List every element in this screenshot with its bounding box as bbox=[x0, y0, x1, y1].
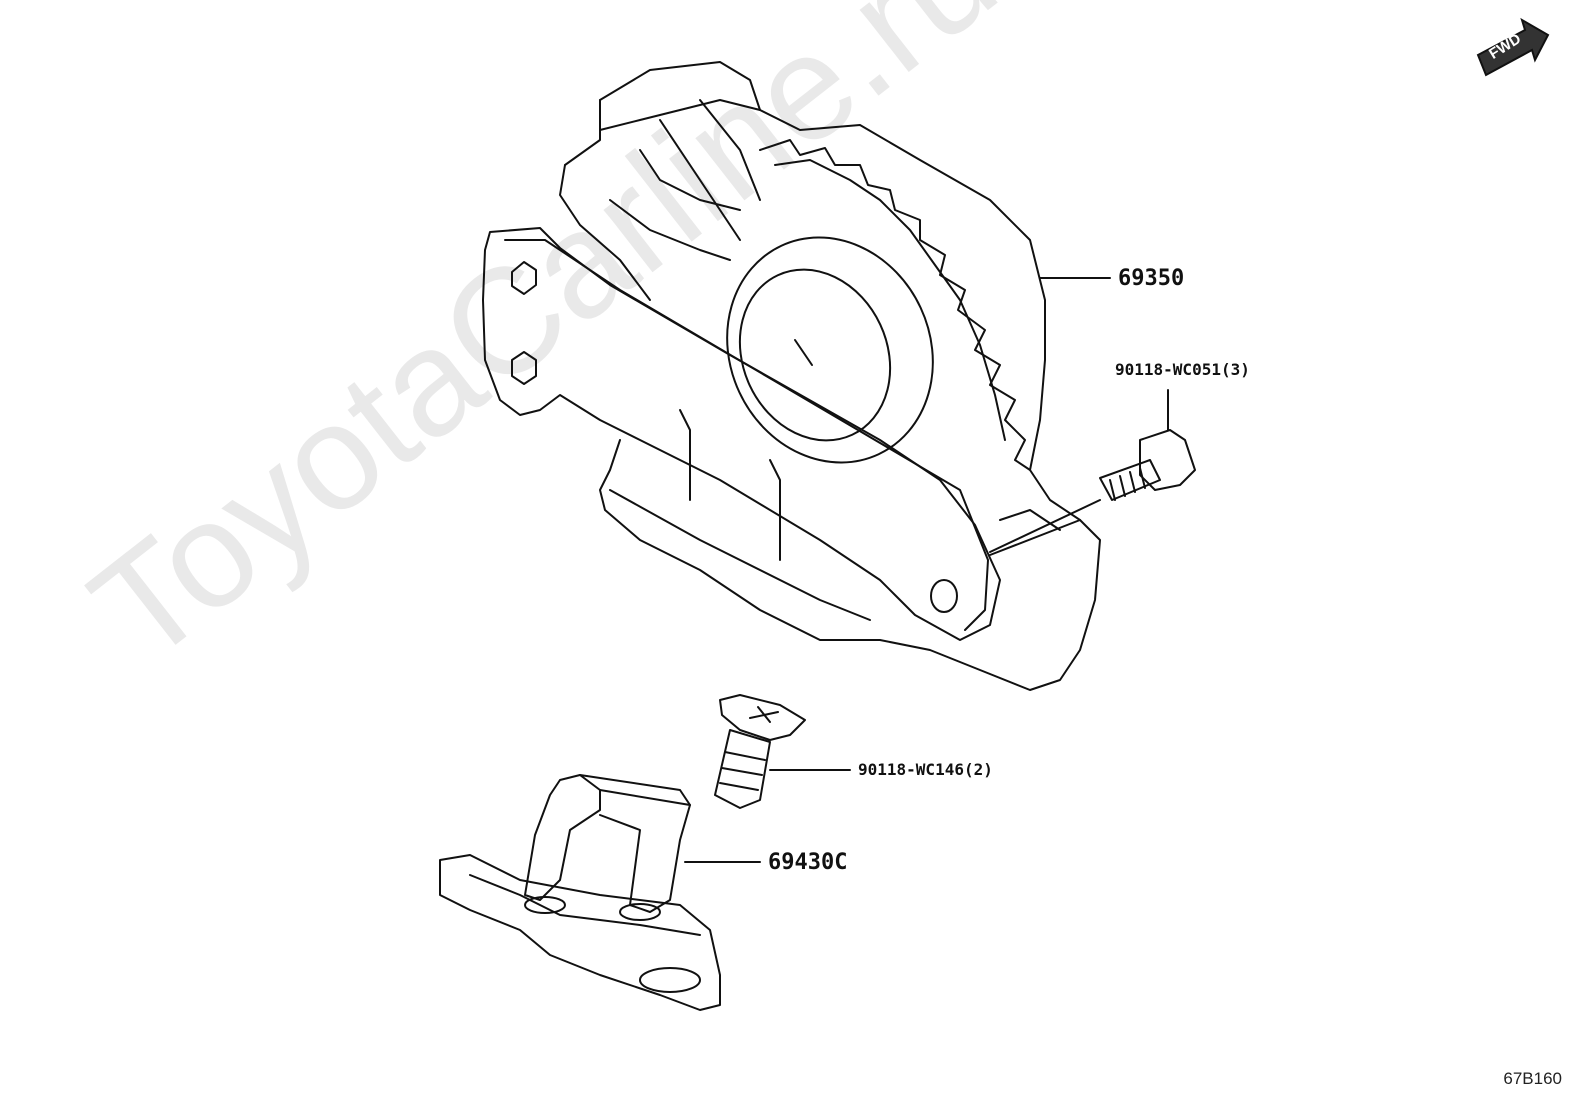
leader-90118-wc051 bbox=[989, 389, 1169, 553]
callout-90118-wc051: 90118-WC051(3) bbox=[1115, 360, 1250, 379]
countersunk-screw bbox=[714, 694, 806, 809]
callout-90118-wc146: 90118-WC146(2) bbox=[858, 760, 993, 779]
striker-plate bbox=[439, 774, 721, 1011]
diagram-code: 67B160 bbox=[1503, 1069, 1562, 1088]
fwd-arrow-icon bbox=[1476, 17, 1550, 77]
actuator-assembly bbox=[482, 61, 1101, 691]
callout-69350: 69350 bbox=[1118, 266, 1185, 291]
callout-69430c: 69430C bbox=[768, 850, 848, 875]
flange-bolt bbox=[1099, 429, 1196, 501]
